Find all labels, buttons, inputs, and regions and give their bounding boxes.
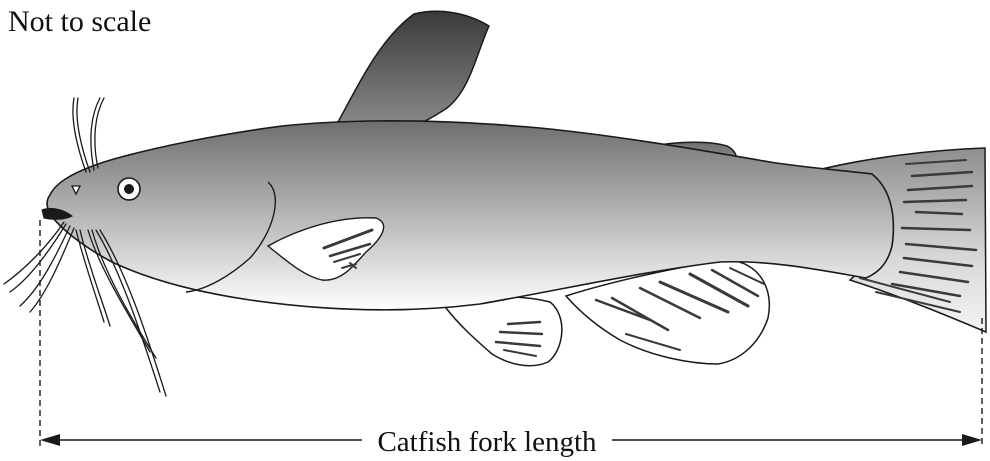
catfish-body <box>47 121 893 310</box>
eye <box>118 178 140 200</box>
arrowhead-right <box>962 434 982 446</box>
dorsal-fin <box>338 11 489 130</box>
arrowhead-left <box>40 434 60 446</box>
fork-length-label: Catfish fork length <box>377 426 597 458</box>
